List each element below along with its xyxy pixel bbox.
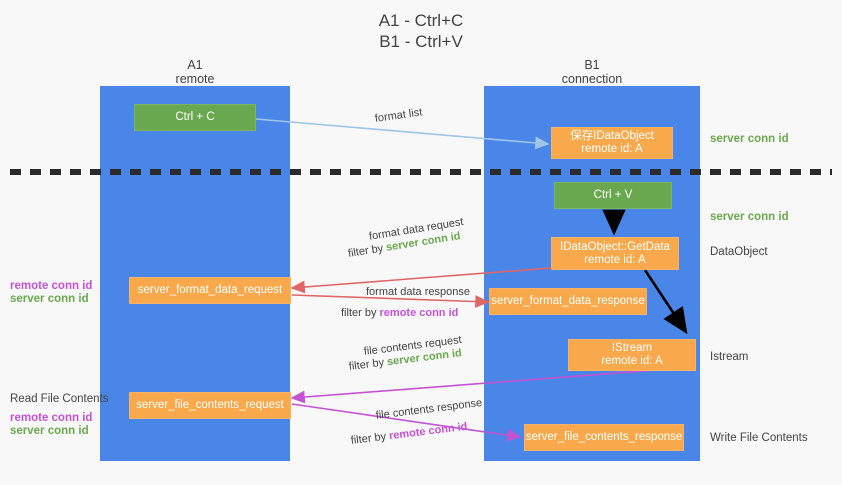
node-istream[interactable]: IStream remote id: A bbox=[568, 339, 696, 371]
arrow-label-format-list: format list bbox=[374, 106, 424, 125]
node-server-format-data-response[interactable]: server_format_data_response bbox=[489, 288, 647, 315]
arrow-label-file-contents-response: file contents response bbox=[375, 396, 483, 422]
node-ctrl-v[interactable]: Ctrl + V bbox=[554, 182, 672, 209]
left-label-remote-conn-id-1: remote conn id bbox=[10, 280, 93, 292]
page-title: A1 - Ctrl+C B1 - Ctrl+V bbox=[378, 11, 464, 51]
node-ctrl-c[interactable]: Ctrl + C bbox=[134, 104, 256, 131]
right-label-write-file-contents: Write File Contents bbox=[710, 432, 808, 444]
right-label-server-conn-id-2: server conn id bbox=[710, 211, 789, 223]
left-label-server-conn-id-2: server conn id bbox=[10, 425, 89, 437]
arrow-label-file-contents-response-filter: filter by remote conn id bbox=[350, 420, 468, 448]
left-label-remote-conn-id-2: remote conn id bbox=[10, 412, 93, 424]
right-label-dataobject: DataObject bbox=[710, 246, 768, 258]
column-header-a1: A1 remote bbox=[175, 58, 215, 86]
filter-value-remote-conn-id: remote conn id bbox=[388, 420, 469, 443]
arrow-label-format-data-response: format data response bbox=[366, 286, 470, 298]
node-server-file-contents-response[interactable]: server_file_contents_response bbox=[524, 424, 684, 451]
column-header-b1: B1 connection bbox=[561, 58, 623, 86]
right-label-istream: Istream bbox=[710, 351, 749, 363]
arrow-label-format-data-response-filter: filter by remote conn id bbox=[341, 306, 458, 320]
left-label-server-conn-id-1: server conn id bbox=[10, 293, 89, 305]
right-label-server-conn-id-1: server conn id bbox=[710, 133, 789, 145]
filter-prefix: filter by bbox=[350, 430, 390, 447]
filter-prefix: filter by bbox=[348, 356, 388, 373]
filter-value-remote-conn-id: remote conn id bbox=[379, 307, 459, 319]
node-server-format-data-request[interactable]: server_format_data_request bbox=[129, 277, 291, 304]
left-label-read-file-contents: Read File Contents bbox=[10, 393, 109, 405]
node-server-file-contents-request[interactable]: server_file_contents_request bbox=[129, 392, 291, 419]
filter-prefix: filter by bbox=[341, 307, 380, 319]
filter-prefix: filter by bbox=[347, 241, 388, 260]
node-clipboard-idataobject[interactable]: 保存IDataObject remote id: A bbox=[551, 127, 673, 159]
node-idataobject-getdata[interactable]: IDataObject::GetData remote id: A bbox=[551, 237, 679, 270]
